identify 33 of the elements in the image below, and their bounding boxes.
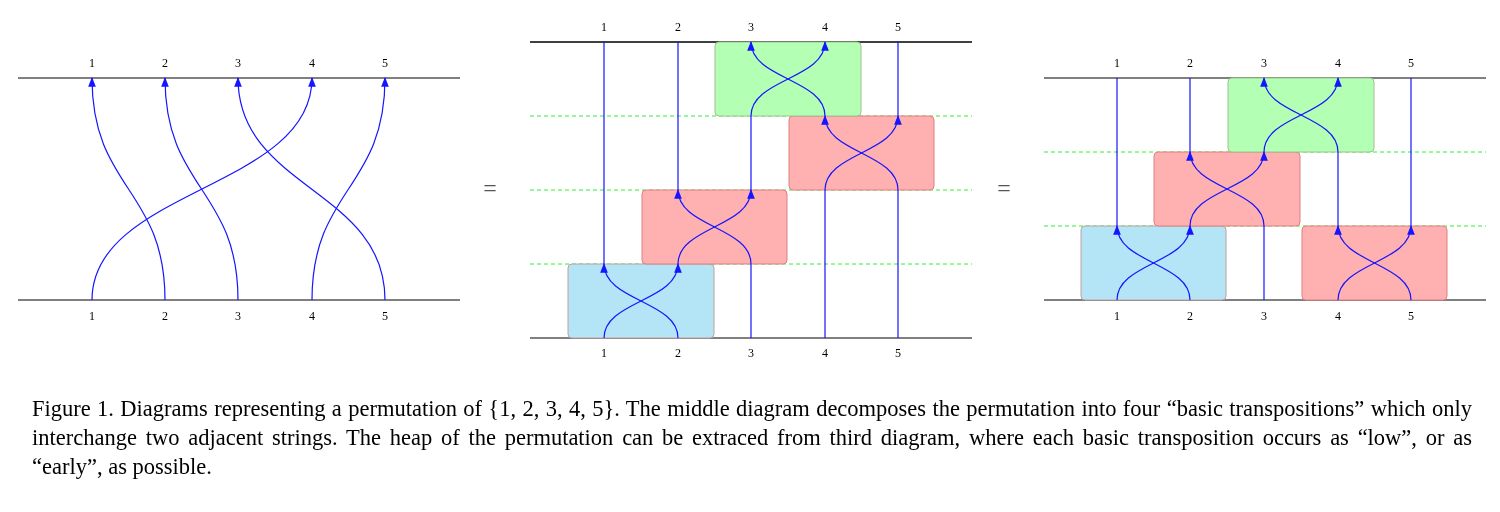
- string-number: 5: [382, 56, 388, 70]
- string-number: 5: [895, 20, 901, 34]
- string-number: 2: [675, 346, 681, 360]
- string-number: 3: [235, 56, 241, 70]
- string-number: 3: [235, 309, 241, 323]
- string-number: 5: [895, 346, 901, 360]
- string-number: 1: [1114, 56, 1120, 70]
- string-number: 3: [1261, 309, 1267, 323]
- string-number: 1: [601, 346, 607, 360]
- string-number: 1: [601, 20, 607, 34]
- string-number: 4: [822, 20, 828, 34]
- string-number: 2: [162, 309, 168, 323]
- string-number: 1: [89, 309, 95, 323]
- string-number: 3: [748, 346, 754, 360]
- string-number: 3: [748, 20, 754, 34]
- string-number: 5: [382, 309, 388, 323]
- string-number: 3: [1261, 56, 1267, 70]
- string-number: 4: [309, 56, 315, 70]
- figure-caption: Figure 1. Diagrams representing a permutation of {1, 2, 3, 4, 5}. The middle diagram decomposes the permutation into four “basic transpositions” which only interchange two adjacent strings. The heap of the permutation can be extraced from third diagram, where each basic transposition occurs as “low”, or as “early”, as possible.: [32, 395, 1472, 481]
- string-number: 1: [89, 56, 95, 70]
- string-number: 4: [309, 309, 315, 323]
- string-number: 5: [1408, 56, 1414, 70]
- equals-sign: =: [483, 176, 497, 200]
- string-number: 2: [1187, 56, 1193, 70]
- string-number: 2: [675, 20, 681, 34]
- string-number: 5: [1408, 309, 1414, 323]
- string-number: 2: [1187, 309, 1193, 323]
- equals-sign: =: [997, 176, 1011, 200]
- string-number: 1: [1114, 309, 1120, 323]
- string-number: 4: [1335, 56, 1341, 70]
- string-number: 4: [822, 346, 828, 360]
- string-number: 4: [1335, 309, 1341, 323]
- string-number: 2: [162, 56, 168, 70]
